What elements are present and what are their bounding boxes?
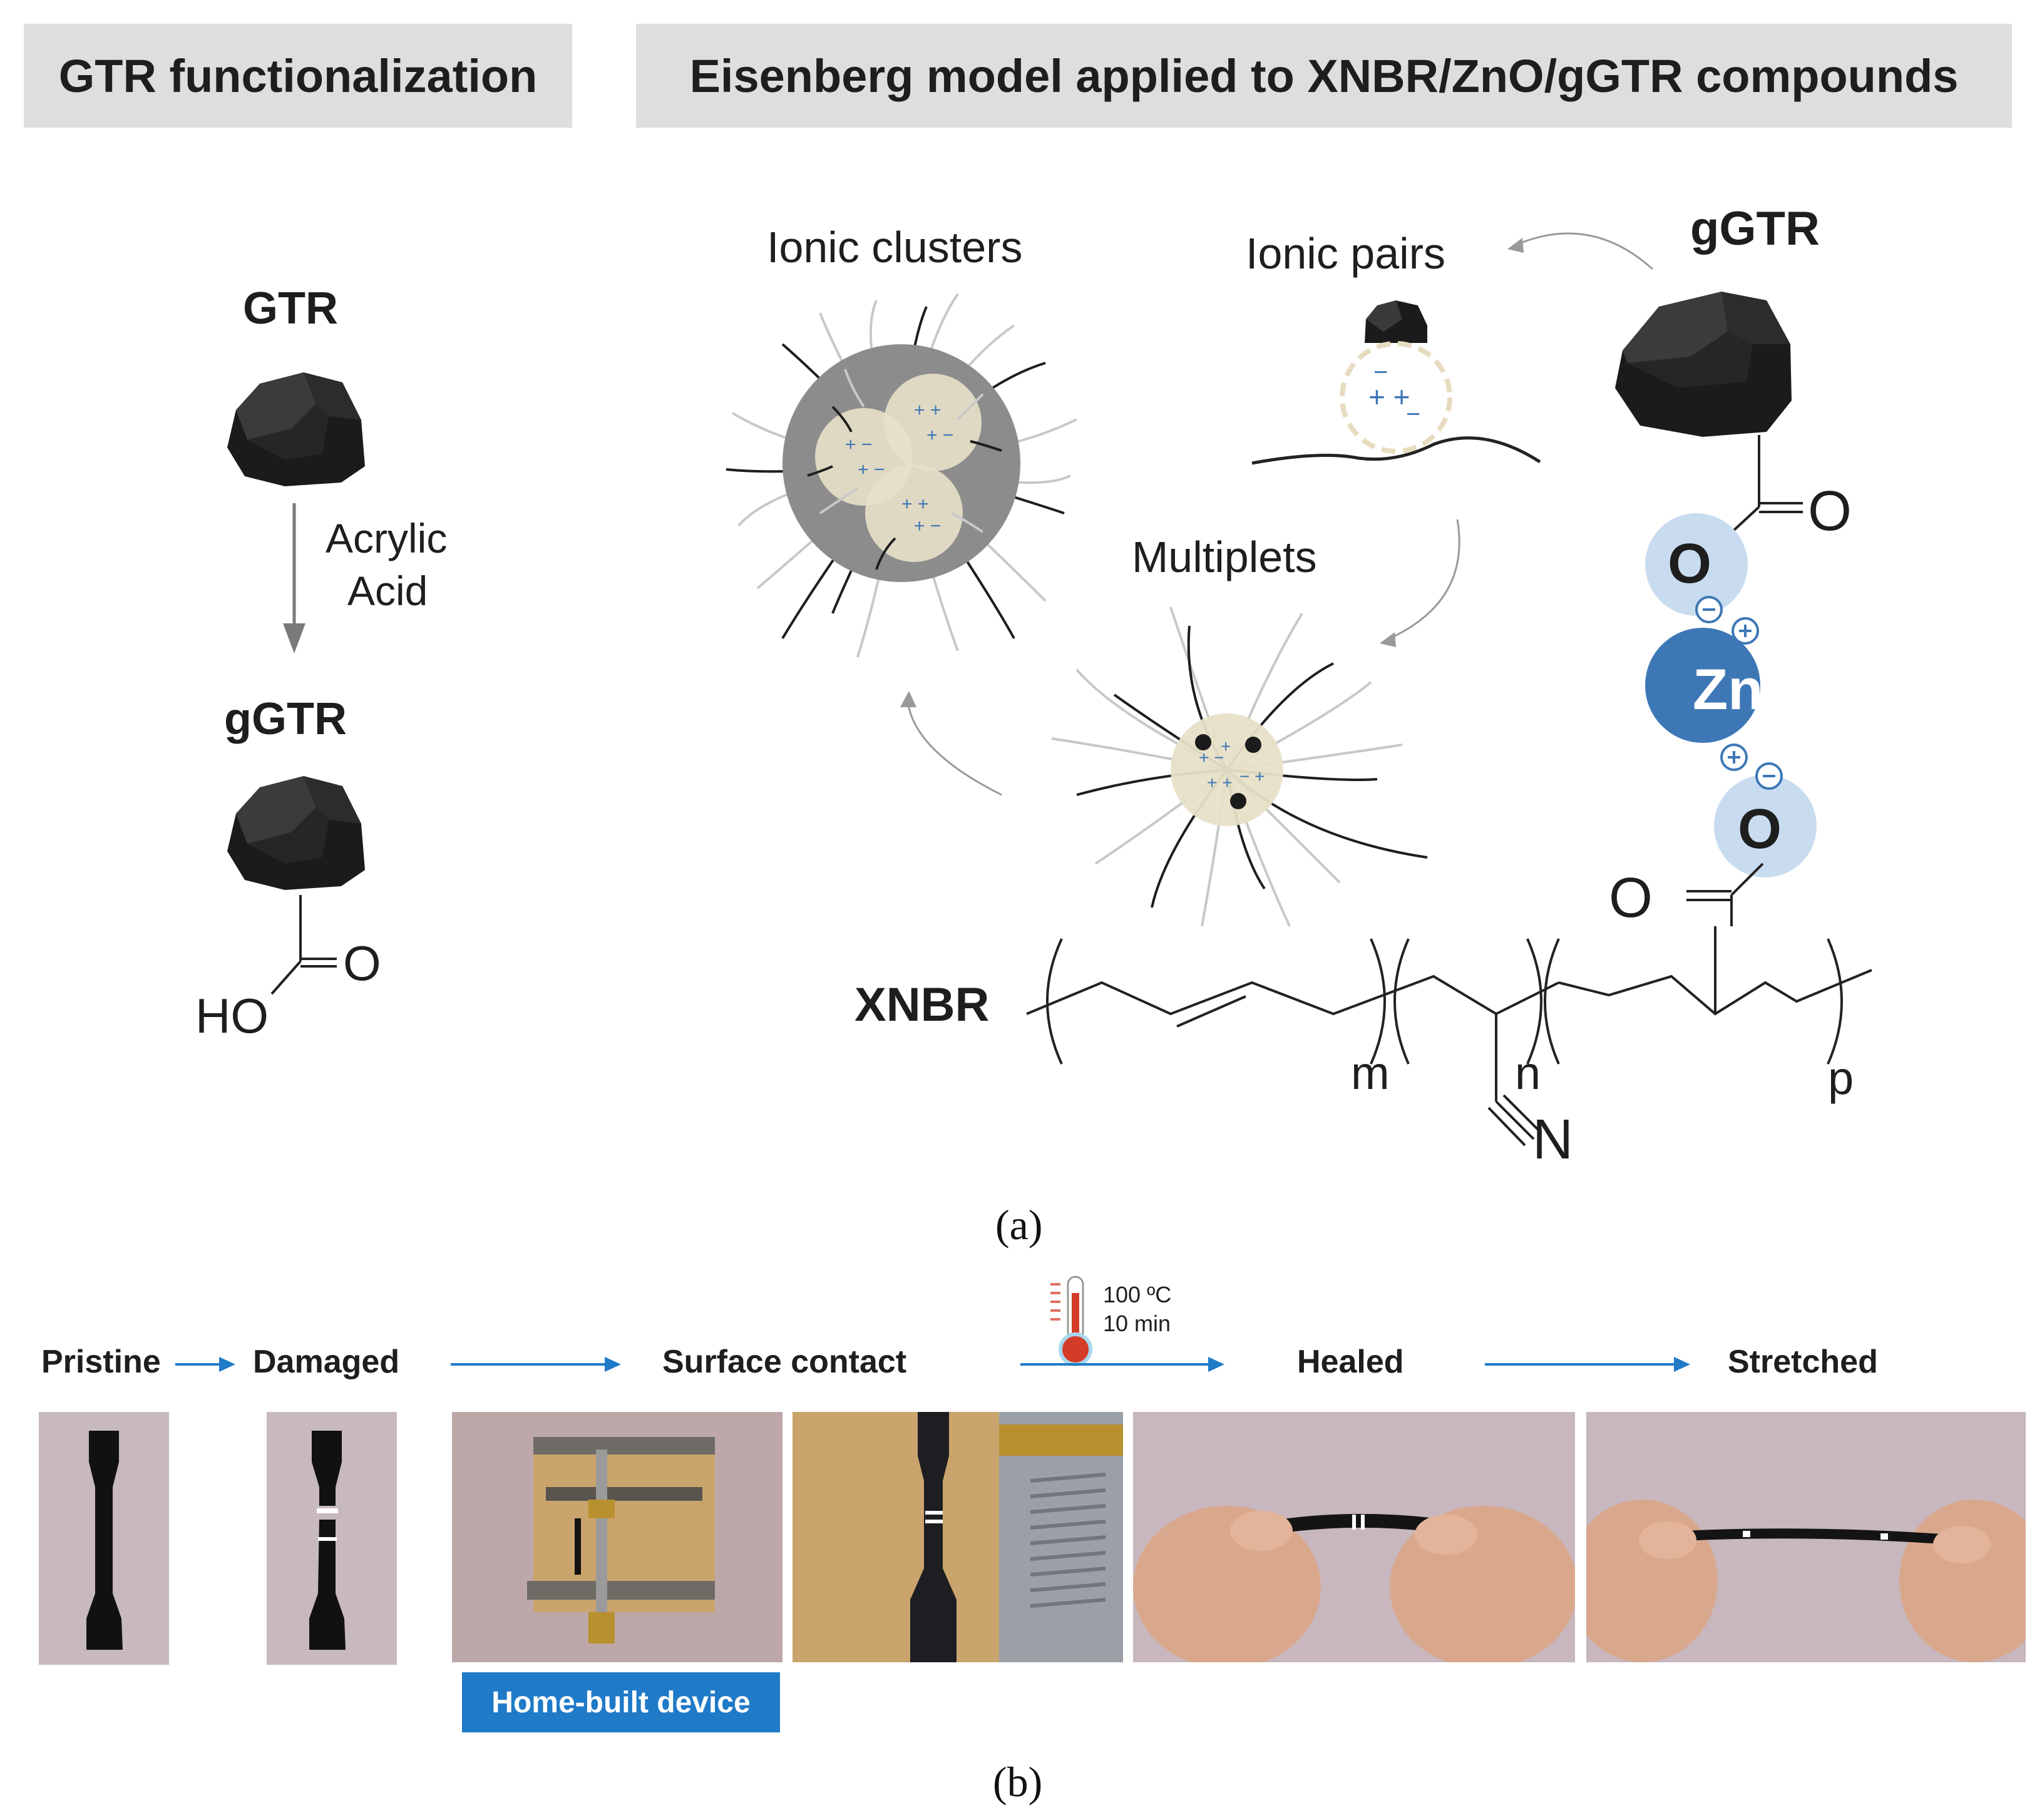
step-stretched: Stretched xyxy=(1728,1344,1878,1380)
repeat-subscript-n: n xyxy=(1515,1047,1541,1099)
header-gtr-functionalization: GTR functionalization xyxy=(24,24,572,128)
carbonyl-o-left: O xyxy=(343,936,381,991)
svg-text:+ −: + − xyxy=(858,459,885,480)
svg-text:+ −: + − xyxy=(926,425,953,446)
svg-text:+: + xyxy=(1221,737,1231,756)
carbonyl-o-top: O xyxy=(1808,480,1852,543)
photo-stretched-specimen xyxy=(1586,1412,2026,1662)
xnbr-backbone-structure xyxy=(1026,926,1872,1147)
reagent-acrylic: Acrylic xyxy=(326,515,448,561)
header-eisenberg-model: Eisenberg model applied to XNBR/ZnO/gGTR… xyxy=(636,24,2012,128)
ionic-o-bottom: O xyxy=(1738,798,1782,861)
gtr-particle-icon xyxy=(227,372,365,486)
step-surface-contact: Surface contact xyxy=(662,1344,907,1380)
svg-text:−: − xyxy=(1406,401,1420,428)
svg-text:− +: − + xyxy=(1239,767,1265,786)
ggtr-label-right: gGTR xyxy=(1690,202,1820,255)
home-built-device-label: Home-built device xyxy=(462,1672,780,1732)
photo-home-built-device xyxy=(452,1412,782,1662)
gtr-label: GTR xyxy=(243,284,338,334)
photo-damaged-specimen xyxy=(267,1412,397,1665)
zn-ion: Zn xyxy=(1693,658,1763,722)
repeat-subscript-p: p xyxy=(1828,1052,1854,1104)
thermometer-icon xyxy=(1050,1276,1092,1366)
ionic-pair-diagram: + + −− xyxy=(1251,300,1541,465)
carboxyl-bonds xyxy=(270,895,337,995)
ionic-pairs-label: Ionic pairs xyxy=(1246,229,1446,278)
ionic-o-top: O xyxy=(1668,533,1712,595)
hydroxyl-ho: HO xyxy=(195,988,269,1043)
repeat-subscript-m: m xyxy=(1351,1047,1390,1099)
photo-healed-specimen xyxy=(1133,1412,1575,1662)
reagent-acid: Acid xyxy=(347,568,428,614)
svg-text:+ −: + − xyxy=(914,516,941,536)
svg-text:+ +: + + xyxy=(1368,381,1410,413)
ionic-clusters-label: Ionic clusters xyxy=(767,223,1023,272)
svg-text:+ −: + − xyxy=(1199,748,1224,767)
ggtr-label-left: gGTR xyxy=(224,694,347,744)
ggtr-zn-bridge-diagram xyxy=(1615,292,1817,926)
step-damaged: Damaged xyxy=(253,1344,400,1380)
svg-text:−: − xyxy=(1373,359,1388,386)
svg-text:+ +: + + xyxy=(914,400,941,421)
ionic-cluster-diagram: + −+ − + ++ − + ++ − xyxy=(726,293,1077,658)
cycle-arrows xyxy=(900,232,1654,796)
ggtr-particle-icon xyxy=(227,776,365,890)
svg-text:+ +: + + xyxy=(1207,773,1232,792)
photo-pristine-specimen xyxy=(39,1412,169,1665)
nitrile-n: N xyxy=(1532,1108,1573,1171)
time-label: 10 min xyxy=(1103,1311,1171,1336)
reaction-arrow xyxy=(283,503,305,653)
caption-b: (b) xyxy=(993,1758,1043,1806)
svg-text:+ −: + − xyxy=(845,434,872,455)
step-pristine: Pristine xyxy=(41,1344,161,1380)
step-healed: Healed xyxy=(1297,1344,1404,1380)
caption-a: (a) xyxy=(995,1201,1043,1249)
multiplet-diagram: + −+ + +− + xyxy=(1051,606,1428,927)
multiplets-label: Multiplets xyxy=(1132,533,1317,581)
photo-surface-contact xyxy=(793,1412,1123,1662)
carbonyl-o-bottom: O xyxy=(1609,867,1653,929)
xnbr-label: XNBR xyxy=(854,978,990,1031)
temperature-label: 100 ºC xyxy=(1103,1282,1172,1307)
process-arrows xyxy=(175,1357,1690,1372)
svg-text:+ +: + + xyxy=(901,494,928,514)
